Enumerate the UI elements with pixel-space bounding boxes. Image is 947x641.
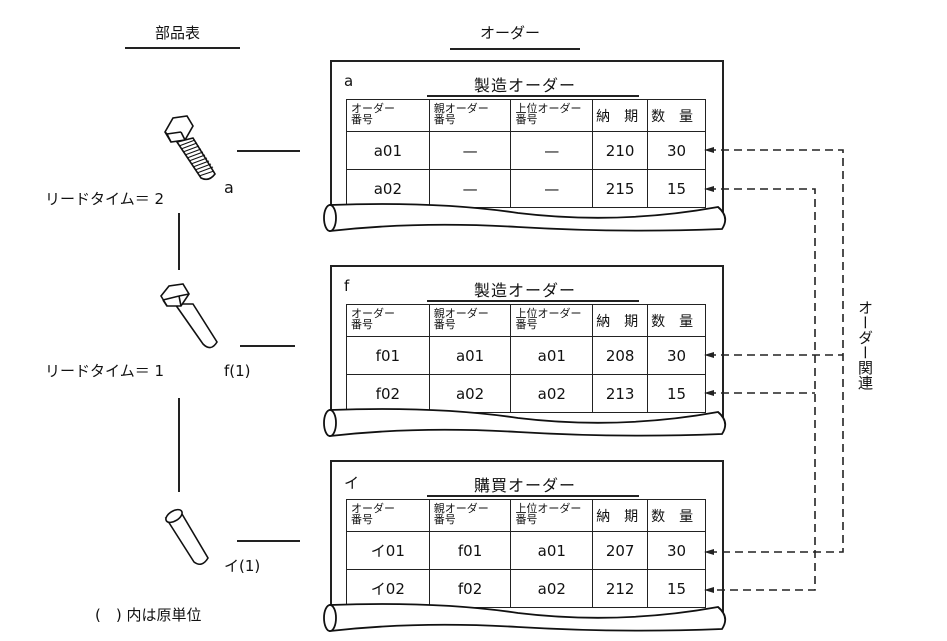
- cell-parent-order: —: [428, 131, 512, 170]
- cell-due-date: 210: [592, 131, 649, 170]
- cylinder-rod-icon: [164, 508, 209, 566]
- panel-title-underline: [427, 300, 639, 302]
- col-top-order: 上位オーダー番号: [510, 99, 594, 132]
- cell-top-order: —: [510, 169, 594, 208]
- col-due-date: 納 期: [592, 304, 649, 337]
- bom-title-underline: [125, 47, 240, 49]
- panel-part-key: a: [344, 72, 354, 90]
- cell-parent-order: a02: [428, 374, 512, 413]
- connector-i: [237, 540, 300, 542]
- col-order-no: オーダー番号: [346, 499, 430, 532]
- col-top-order: 上位オーダー番号: [510, 304, 594, 337]
- col-parent-order: 親オーダー番号: [428, 499, 512, 532]
- bom-link-f-i: [178, 398, 180, 492]
- torn-edge: [323, 203, 727, 233]
- col-top-order: 上位オーダー番号: [510, 499, 594, 532]
- panel-order-type: 製造オーダー: [474, 281, 577, 300]
- cell-order-no: イ01: [346, 531, 430, 570]
- order-table: オーダー番号 親オーダー番号 上位オーダー番号 納 期 数 量 f01 a01 …: [346, 304, 706, 413]
- bom-title: 部品表: [155, 24, 201, 42]
- connector-f: [240, 345, 295, 347]
- order-table-header: オーダー番号 親オーダー番号 上位オーダー番号 納 期 数 量: [346, 99, 706, 132]
- order-table: オーダー番号 親オーダー番号 上位オーダー番号 納 期 数 量 a01 — — …: [346, 99, 706, 208]
- cell-parent-order: a01: [428, 336, 512, 375]
- col-quantity: 数 量: [647, 304, 706, 337]
- lead-time-a: リードタイム＝ 2: [45, 190, 165, 208]
- cell-order-no: イ02: [346, 569, 430, 608]
- connector-a: [237, 150, 300, 152]
- order-table: オーダー番号 親オーダー番号 上位オーダー番号 納 期 数 量 イ01 f01 …: [346, 499, 706, 608]
- order-row: a02 — — 215 15: [346, 169, 706, 208]
- relation-label: オーダー関連: [855, 300, 874, 395]
- col-due-date: 納 期: [592, 99, 649, 132]
- order-row: イ01 f01 a01 207 30: [346, 531, 706, 570]
- cell-order-no: a02: [346, 169, 430, 208]
- col-parent-order: 親オーダー番号: [428, 99, 512, 132]
- order-table-header: オーダー番号 親オーダー番号 上位オーダー番号 納 期 数 量: [346, 304, 706, 337]
- cell-top-order: —: [510, 131, 594, 170]
- cell-parent-order: f01: [428, 531, 512, 570]
- cell-parent-order: f02: [428, 569, 512, 608]
- cell-top-order: a01: [510, 531, 594, 570]
- order-row: f01 a01 a01 208 30: [346, 336, 706, 375]
- cell-quantity: 30: [647, 336, 706, 375]
- panel-part-key: イ: [344, 474, 360, 492]
- cell-quantity: 15: [647, 374, 706, 413]
- cell-quantity: 15: [647, 169, 706, 208]
- footnote: ( ) 内は原単位: [95, 606, 202, 624]
- bom-link-a-f: [178, 213, 180, 270]
- cell-due-date: 215: [592, 169, 649, 208]
- part-label-a: a: [224, 178, 234, 197]
- panel-order-type: 購買オーダー: [474, 476, 577, 495]
- panel-title-underline: [427, 495, 639, 497]
- cell-quantity: 30: [647, 131, 706, 170]
- bolt-blank-icon: [160, 283, 218, 349]
- cell-due-date: 213: [592, 374, 649, 413]
- orders-title-underline: [450, 48, 580, 50]
- panel-part-key: f: [344, 277, 350, 295]
- cell-order-no: a01: [346, 131, 430, 170]
- col-quantity: 数 量: [647, 99, 706, 132]
- col-quantity: 数 量: [647, 499, 706, 532]
- order-row: a01 — — 210 30: [346, 131, 706, 170]
- lead-time-f: リードタイム＝ 1: [45, 362, 165, 380]
- cell-due-date: 207: [592, 531, 649, 570]
- cell-due-date: 212: [592, 569, 649, 608]
- cell-order-no: f01: [346, 336, 430, 375]
- torn-edge: [323, 408, 727, 438]
- part-label-i: イ(1): [224, 557, 261, 575]
- order-row: イ02 f02 a02 212 15: [346, 569, 706, 608]
- cell-top-order: a02: [510, 374, 594, 413]
- cell-top-order: a02: [510, 569, 594, 608]
- cell-quantity: 30: [647, 531, 706, 570]
- cell-order-no: f02: [346, 374, 430, 413]
- threaded-bolt-icon: [164, 115, 216, 181]
- panel-order-type: 製造オーダー: [474, 76, 577, 95]
- cell-due-date: 208: [592, 336, 649, 375]
- part-label-f: f(1): [224, 362, 251, 380]
- relation-line-01: [708, 149, 844, 553]
- col-order-no: オーダー番号: [346, 99, 430, 132]
- cell-quantity: 15: [647, 569, 706, 608]
- col-due-date: 納 期: [592, 499, 649, 532]
- col-parent-order: 親オーダー番号: [428, 304, 512, 337]
- cell-top-order: a01: [510, 336, 594, 375]
- col-order-no: オーダー番号: [346, 304, 430, 337]
- torn-edge: [323, 603, 727, 633]
- order-table-header: オーダー番号 親オーダー番号 上位オーダー番号 納 期 数 量: [346, 499, 706, 532]
- relation-line-02: [708, 188, 816, 591]
- order-row: f02 a02 a02 213 15: [346, 374, 706, 413]
- relation-label-text: オーダー関連: [856, 300, 874, 390]
- orders-title: オーダー: [480, 24, 541, 42]
- panel-title-underline: [427, 95, 639, 97]
